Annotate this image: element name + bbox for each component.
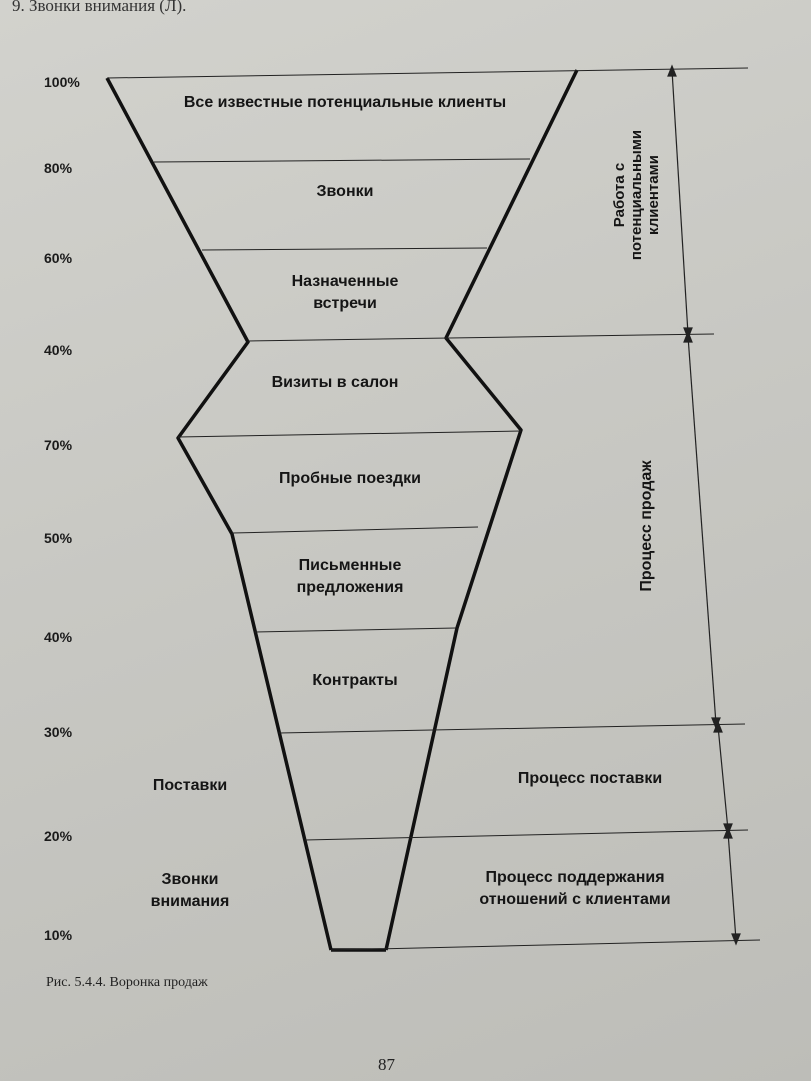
- percent-label-40: 40%: [44, 342, 73, 358]
- stage-written-offers: Письменные предложения: [296, 557, 404, 596]
- stage-contracts: Контракты: [312, 672, 398, 689]
- divider-60: [201, 247, 488, 251]
- divider-80: [153, 158, 531, 163]
- percent-label-60: 60%: [44, 250, 73, 266]
- percent-label-20: 20%: [44, 828, 73, 844]
- divider-20: [304, 829, 749, 841]
- bracket-label-sales-process: Процесс продаж: [638, 460, 655, 592]
- divider-40b: [254, 627, 457, 633]
- stage-calls: Звонки: [316, 183, 374, 200]
- divider-30: [278, 723, 746, 734]
- stage-all-potential-clients: Все известные потенциальные клиенты: [183, 94, 507, 111]
- divider-40a: [247, 333, 715, 342]
- label-deliveries: Поставки: [152, 777, 228, 794]
- percent-label-70: 70%: [44, 437, 73, 453]
- percent-label-40b: 40%: [44, 629, 73, 645]
- top-reference-line: [106, 67, 749, 79]
- percent-label-50: 50%: [44, 530, 73, 546]
- dimension-brackets: [667, 64, 741, 946]
- stage-showroom-visits: Визиты в салон: [271, 374, 399, 391]
- page-number: 87: [378, 1055, 395, 1074]
- divider-10: [330, 939, 761, 951]
- label-delivery-process: Процесс поставки: [517, 770, 663, 787]
- bracket-label-potential-clients: Работа с потенциальными клиентами: [611, 129, 662, 261]
- percent-label-10: 10%: [44, 927, 73, 943]
- section-heading: 9. Звонки внимания (Л).: [12, 0, 187, 15]
- stage-test-drives: Пробные поездки: [279, 470, 421, 487]
- figure-caption: Рис. 5.4.4. Воронка продаж: [46, 975, 208, 990]
- stage-scheduled-meetings: Назначенные встречи: [291, 273, 399, 312]
- percent-label-80: 80%: [44, 160, 73, 176]
- label-relationship-process: Процесс поддержания отношений с клиентам…: [479, 869, 671, 908]
- divider-50: [231, 526, 479, 534]
- percent-label-30: 30%: [44, 724, 73, 740]
- funnel-right-edge: [384, 69, 579, 951]
- funnel-left-edge: [105, 77, 333, 951]
- label-attention-calls: Звонки внимания: [150, 871, 230, 910]
- divider-70: [177, 430, 522, 438]
- stage-dividers: [153, 158, 761, 951]
- percent-label-100: 100%: [44, 74, 80, 90]
